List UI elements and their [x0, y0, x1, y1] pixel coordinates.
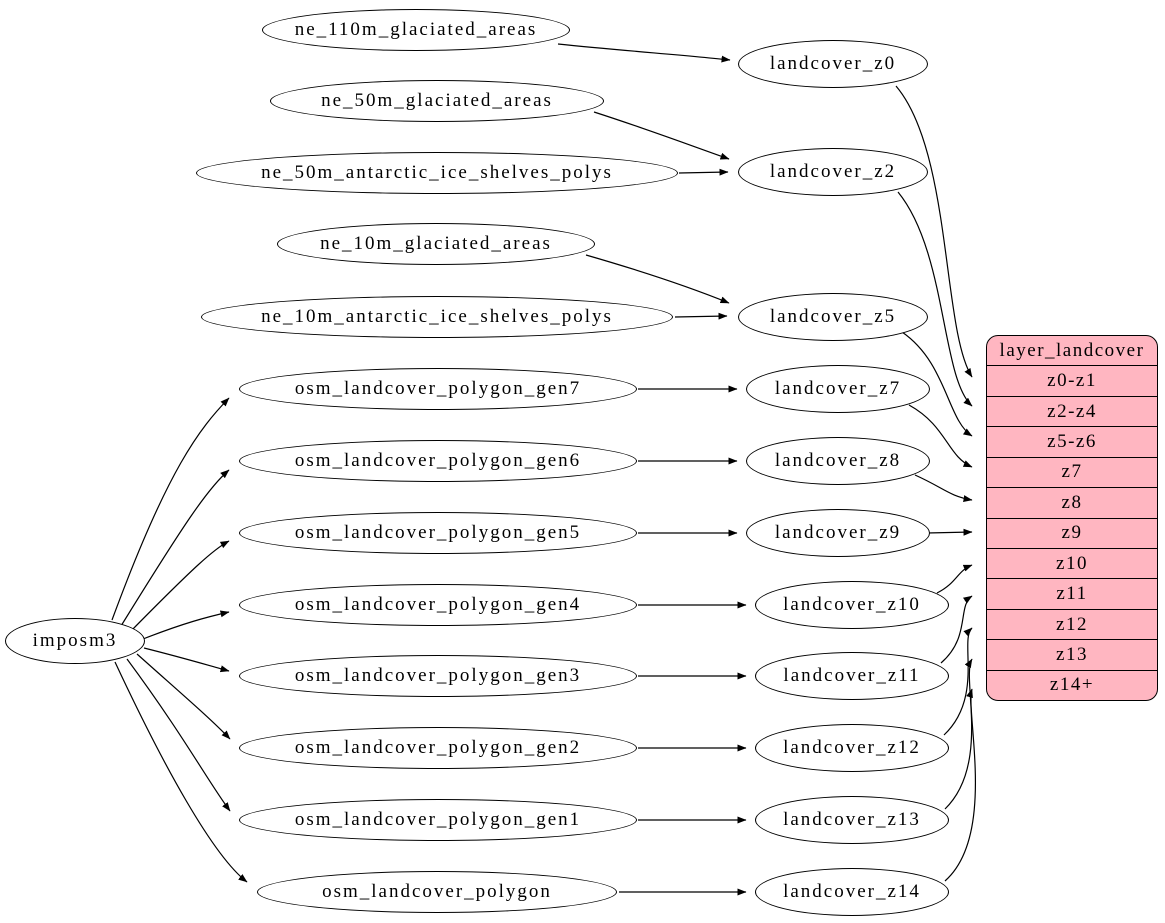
edge-z11-row	[940, 595, 973, 664]
node-label: ne_50m_glaciated_areas	[321, 90, 553, 111]
layer-row-z11: z11	[987, 578, 1157, 608]
edge-imposm3-gen4	[142, 610, 230, 640]
edge-z10-row	[936, 564, 973, 594]
node-label: osm_landcover_polygon_gen3	[294, 665, 582, 686]
edge-imposm3-gen1	[126, 658, 231, 812]
node-landcover-z12: landcover_z12	[755, 724, 949, 772]
node-osm-landcover-polygon-gen5: osm_landcover_polygon_gen5	[239, 512, 637, 554]
node-label: landcover_z10	[783, 594, 921, 615]
edge-ne50a-z2	[678, 168, 729, 176]
edge-ne10g-z5	[585, 254, 730, 304]
edge-imposm3-gen2	[136, 653, 231, 740]
layer-row-z10: z10	[987, 547, 1157, 578]
node-landcover-z9: landcover_z9	[746, 509, 930, 557]
node-label: osm_landcover_polygon_gen2	[294, 737, 582, 758]
edge-z13-row	[944, 658, 973, 810]
layer-row-z14: z14+	[987, 669, 1157, 700]
layer-row-z13: z13	[987, 639, 1157, 669]
node-imposm3: imposm3	[5, 618, 145, 664]
node-ne-10m-antarctic-ice-shelves-polys: ne_10m_antarctic_ice_shelves_polys	[201, 296, 673, 338]
edge-z7-row	[908, 404, 973, 468]
node-osm-landcover-polygon-gen3: osm_landcover_polygon_gen3	[239, 655, 637, 697]
node-label: landcover_z9	[774, 522, 902, 543]
layer-row-z5-z6: z5-z6	[987, 426, 1157, 456]
node-label: landcover_z14	[783, 881, 921, 902]
node-osm-landcover-polygon-gen1: osm_landcover_polygon_gen1	[239, 799, 637, 841]
node-landcover-z2: landcover_z2	[738, 148, 928, 196]
node-label: landcover_z0	[769, 53, 897, 74]
node-label: landcover_z7	[774, 378, 902, 399]
edge-ne10a-z5	[674, 312, 728, 320]
edge-imposm3-gen6	[120, 469, 230, 627]
edge-z5-row	[901, 331, 973, 437]
node-label: osm_landcover_polygon_gen5	[294, 522, 582, 543]
edge-ne110-z0	[557, 43, 731, 63]
node-label: osm_landcover_polygon_gen6	[294, 450, 582, 471]
node-label: landcover_z11	[783, 665, 921, 686]
node-osm-landcover-polygon-gen2: osm_landcover_polygon_gen2	[239, 727, 637, 769]
node-label: landcover_z13	[783, 809, 921, 830]
node-label: osm_landcover_polygon_gen1	[294, 809, 582, 830]
layer-row-z9: z9	[987, 517, 1157, 548]
edge-imposm3-gen7	[111, 397, 230, 621]
node-landcover-z0: landcover_z0	[738, 40, 928, 88]
node-osm-landcover-polygon-gen6: osm_landcover_polygon_gen6	[239, 440, 637, 482]
node-label: landcover_z12	[783, 737, 921, 758]
node-landcover-z8: landcover_z8	[746, 437, 930, 485]
node-label: landcover_z2	[769, 161, 897, 182]
node-ne-50m-glaciated-areas: ne_50m_glaciated_areas	[270, 80, 604, 122]
node-landcover-z5: landcover_z5	[738, 293, 928, 341]
node-label: landcover_z8	[774, 450, 902, 471]
node-landcover-z11: landcover_z11	[755, 652, 949, 700]
node-label: ne_50m_antarctic_ice_shelves_polys	[261, 162, 613, 183]
node-label: ne_10m_glaciated_areas	[320, 233, 552, 254]
layer-row-z8: z8	[987, 487, 1157, 517]
node-landcover-z7: landcover_z7	[746, 365, 930, 413]
edge-imposm3-gen5	[128, 540, 230, 634]
node-label: ne_110m_glaciated_areas	[294, 19, 538, 40]
layer-row-z12: z12	[987, 608, 1157, 639]
node-osm-landcover-polygon: osm_landcover_polygon	[257, 871, 617, 913]
node-osm-landcover-polygon-gen4: osm_landcover_polygon_gen4	[239, 584, 637, 626]
layer-row-z0-z1: z0-z1	[987, 365, 1157, 395]
edge-z8-row	[914, 474, 973, 502]
node-label: landcover_z5	[769, 306, 897, 327]
layer-row-z2-z4: z2-z4	[987, 395, 1157, 426]
node-ne-110m-glaciated-areas: ne_110m_glaciated_areas	[262, 9, 570, 51]
node-label: osm_landcover_polygon	[322, 881, 552, 902]
node-label: imposm3	[32, 630, 118, 651]
node-label: osm_landcover_polygon_gen7	[294, 378, 582, 399]
edge-z2-row	[897, 191, 973, 407]
edge-z9-row	[926, 528, 973, 536]
edge-z14-row	[944, 688, 977, 882]
edge-imposm3-poly	[114, 661, 248, 883]
layer-landcover-header: layer_landcover	[999, 339, 1145, 361]
edge-z12-row	[943, 627, 973, 736]
node-osm-landcover-polygon-gen7: osm_landcover_polygon_gen7	[239, 368, 637, 410]
edge-ne50g-z2	[593, 111, 730, 160]
edge-z0-row	[895, 85, 973, 378]
node-landcover-z14: landcover_z14	[755, 868, 949, 916]
node-ne-50m-antarctic-ice-shelves-polys: ne_50m_antarctic_ice_shelves_polys	[196, 152, 678, 194]
node-landcover-z10: landcover_z10	[755, 581, 949, 629]
edge-imposm3-gen3	[143, 647, 230, 673]
node-layer-landcover: layer_landcover z0-z1 z2-z4 z5-z6 z7 z8 …	[986, 335, 1158, 701]
node-label: ne_10m_antarctic_ice_shelves_polys	[261, 306, 613, 327]
layer-row-z7: z7	[987, 456, 1157, 487]
node-landcover-z13: landcover_z13	[755, 796, 949, 844]
node-ne-10m-glaciated-areas: ne_10m_glaciated_areas	[277, 223, 595, 265]
node-label: osm_landcover_polygon_gen4	[294, 594, 582, 615]
